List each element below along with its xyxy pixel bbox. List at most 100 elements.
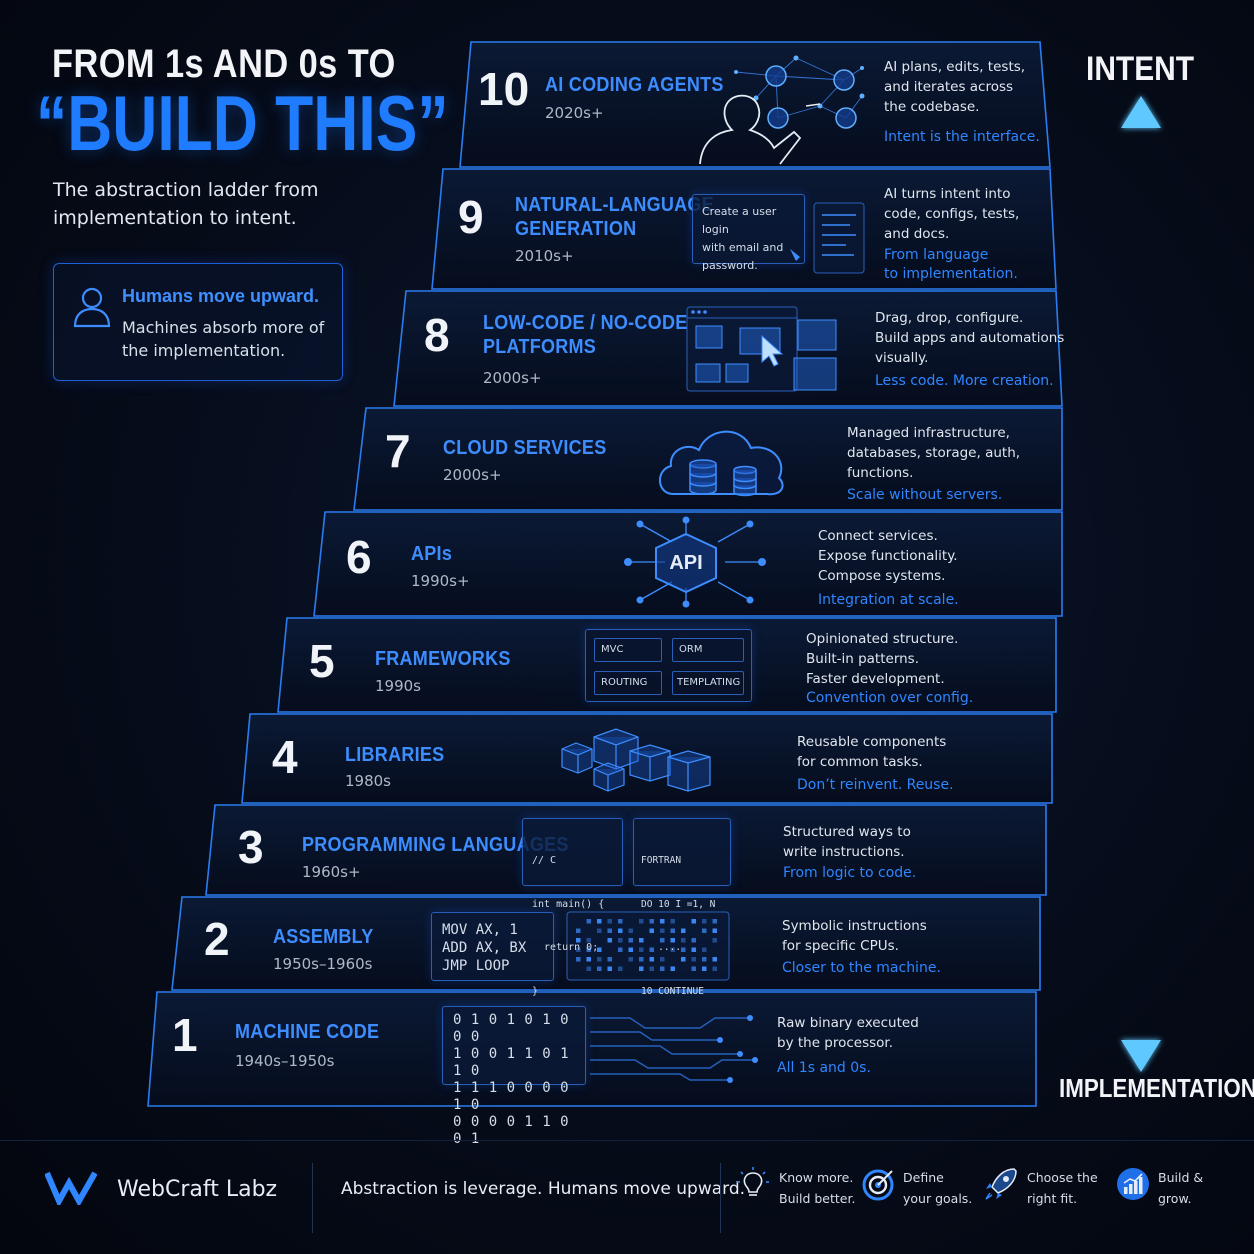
title-line-2: “BUILD THIS” bbox=[36, 79, 449, 167]
title-line-1: FROM 1s AND 0s TO bbox=[52, 42, 396, 86]
step-number: 8 bbox=[424, 309, 450, 361]
step-description: Reusable components bbox=[797, 734, 947, 750]
lightbulb-icon bbox=[737, 1167, 769, 1196]
assembly-code-box: MOV AX, 1 ADD AX, BX JMP LOOP bbox=[431, 912, 554, 981]
step-tagline: Scale without servers. bbox=[847, 487, 1003, 503]
fortran-line: DO 10 I =1, N bbox=[641, 898, 716, 910]
step-number: 2 bbox=[204, 913, 230, 965]
step-description: AI turns intent into bbox=[884, 186, 1011, 202]
growth-chart-icon bbox=[1117, 1168, 1149, 1200]
step-title: PROGRAMMING LANGUAGES bbox=[302, 834, 569, 856]
step-description: Build apps and automations bbox=[875, 330, 1065, 346]
binary-row: 0 0 0 0 1 1 0 0 1 bbox=[453, 1114, 570, 1147]
step-tagline: Integration at scale. bbox=[818, 592, 959, 608]
step-title: NATURAL-LANGUAGE bbox=[515, 194, 714, 216]
step-title: FRAMEWORKS bbox=[375, 648, 511, 670]
step-description: by the processor. bbox=[777, 1035, 894, 1051]
subtitle: The abstraction ladder from implementati… bbox=[53, 179, 319, 229]
framework-chip-mvc: MVC bbox=[594, 638, 662, 662]
step-title: GENERATION bbox=[515, 218, 637, 240]
step-description: the codebase. bbox=[884, 99, 980, 115]
step-description: for common tasks. bbox=[797, 754, 923, 770]
step-description: write instructions. bbox=[783, 844, 905, 860]
step-years: 1950s–1960s bbox=[273, 955, 373, 973]
step-description: and docs. bbox=[884, 226, 950, 242]
c-code-line: return 0; bbox=[532, 942, 599, 953]
step-number: 9 bbox=[458, 191, 484, 243]
step-number: 5 bbox=[309, 635, 335, 687]
step-description: Faster development. bbox=[806, 671, 945, 687]
footer-item-know-more: Know more. Build better. bbox=[779, 1170, 856, 1206]
step-tagline: to implementation. bbox=[884, 266, 1018, 282]
step-tagline: Less code. More creation. bbox=[875, 373, 1054, 389]
c-code-line: } bbox=[532, 985, 539, 997]
step-title: ASSEMBLY bbox=[273, 926, 374, 948]
step-number: 10 bbox=[478, 63, 530, 115]
binary-row: 0 1 0 1 0 1 0 0 0 bbox=[453, 1012, 570, 1045]
rocket-icon bbox=[985, 1168, 1017, 1200]
step-title: PLATFORMS bbox=[483, 336, 597, 358]
step-title: LIBRARIES bbox=[345, 744, 445, 766]
step-years: 2000s+ bbox=[483, 369, 542, 387]
step-description: databases, storage, auth, bbox=[847, 445, 1021, 461]
step-years: 2010s+ bbox=[515, 247, 574, 265]
ai-agent-network-icon bbox=[699, 55, 865, 165]
assembly-line: JMP LOOP bbox=[442, 958, 510, 974]
framework-chip-orm: ORM bbox=[672, 638, 744, 662]
framework-chip-routing: ROUTING bbox=[594, 671, 662, 695]
step-description: Drag, drop, configure. bbox=[875, 310, 1024, 326]
step-years: 1990s+ bbox=[411, 572, 470, 590]
step-title: LOW-CODE / NO-CODE bbox=[483, 312, 688, 334]
step-description: Connect services. bbox=[818, 528, 938, 544]
cloud-database-icon bbox=[659, 430, 784, 497]
step-tagline: From logic to code. bbox=[783, 865, 917, 881]
step-years: 2020s+ bbox=[545, 104, 604, 122]
callout-headline: Humans move upward. bbox=[122, 286, 320, 306]
prompt-box: Create a user login with email and passw… bbox=[692, 194, 805, 272]
api-hub-icon: API bbox=[624, 516, 766, 608]
frameworks-panel: MVC ORM ROUTING TEMPLATING bbox=[585, 629, 752, 702]
step-description: visually. bbox=[875, 350, 929, 366]
step-number: 6 bbox=[346, 531, 372, 583]
callout-box: Humans move upward. Machines absorb more… bbox=[53, 263, 343, 381]
c-code-box: // C int main() { return 0; } bbox=[522, 818, 623, 997]
step-years: 1940s–1950s bbox=[235, 1052, 335, 1070]
person-icon bbox=[73, 287, 111, 328]
step-description: Managed infrastructure, bbox=[847, 425, 1010, 441]
fortran-line: 10 CONTINUE bbox=[641, 985, 704, 997]
c-code-line: // C bbox=[532, 855, 557, 866]
step-description: Expose functionality. bbox=[818, 548, 958, 564]
step-tagline: Don’t reinvent. Reuse. bbox=[797, 777, 954, 793]
step-number: 4 bbox=[272, 731, 298, 783]
axis-label-implementation: IMPLEMENTATION bbox=[1059, 1073, 1254, 1103]
step-description: functions. bbox=[847, 465, 914, 481]
step-description: Structured ways to bbox=[783, 824, 911, 840]
assembly-line: MOV AX, 1 bbox=[442, 922, 518, 938]
footer-item-define-goals: Define your goals. bbox=[903, 1170, 973, 1206]
api-label: API bbox=[669, 552, 702, 574]
step-description: AI plans, edits, tests, bbox=[884, 59, 1026, 75]
footer-item-build-grow: Build & grow. bbox=[1158, 1170, 1204, 1206]
footer-tagline: Abstraction is leverage. Humans move upw… bbox=[341, 1179, 746, 1199]
binary-row: 1 1 1 0 0 0 0 1 0 bbox=[453, 1080, 570, 1113]
brand-name: WebCraft Labz bbox=[117, 1177, 278, 1202]
step-tagline: Closer to the machine. bbox=[782, 960, 941, 976]
step-tagline: Convention over config. bbox=[806, 690, 974, 706]
step-tagline: From language bbox=[884, 247, 989, 263]
step-years: 2000s+ bbox=[443, 466, 502, 484]
footer-item-choose-fit: Choose the right fit. bbox=[1027, 1170, 1098, 1206]
cpu-chip-icon bbox=[566, 911, 730, 981]
step-years: 1980s bbox=[345, 772, 391, 790]
circuit-traces-icon bbox=[590, 1015, 758, 1083]
step-description: code, configs, tests, bbox=[884, 206, 1020, 222]
cubes-icon bbox=[561, 728, 711, 792]
footer: WebCraft Labz Abstraction is leverage. H… bbox=[0, 1140, 1254, 1254]
step-number: 1 bbox=[172, 1009, 198, 1061]
step-description: Opinionated structure. bbox=[806, 631, 959, 647]
target-icon bbox=[862, 1169, 894, 1201]
c-code-line: int main() { bbox=[532, 898, 605, 910]
step-title: APIs bbox=[411, 543, 453, 565]
step-description: Symbolic instructions bbox=[782, 918, 927, 934]
step-tagline: All 1s and 0s. bbox=[777, 1060, 871, 1076]
step-description: Raw binary executed bbox=[777, 1015, 919, 1031]
